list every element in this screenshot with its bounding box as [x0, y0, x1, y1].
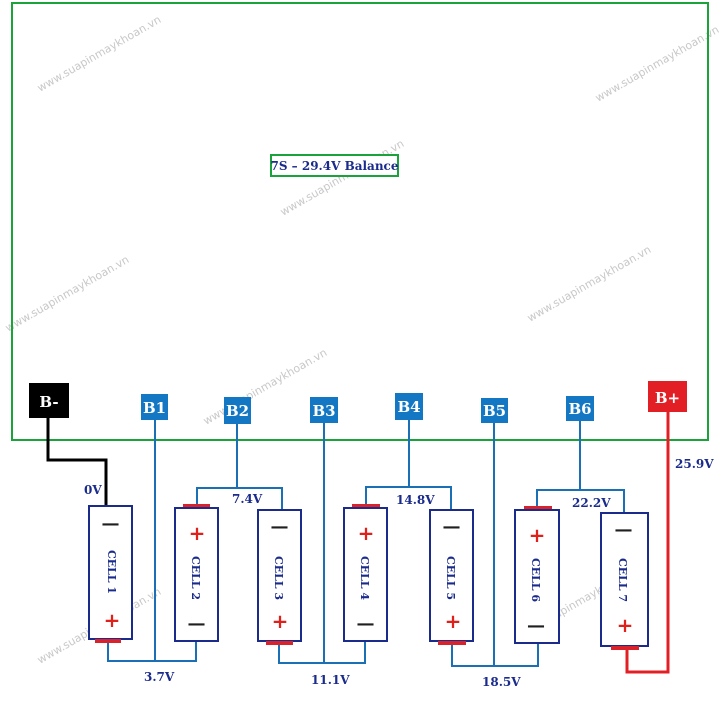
board-title: 7S – 29.4V Balance — [270, 159, 398, 173]
watermark: www.suapinmaykhoan.vn — [525, 243, 653, 325]
cell-4-body — [343, 507, 388, 642]
cell-4-top-sign: + — [358, 521, 375, 545]
watermark: www.suapinmaykhoan.vn — [278, 137, 406, 219]
cell-6-positive-cap — [524, 506, 552, 510]
cell-6-bottom-sign: — — [527, 615, 545, 636]
terminal-b2-pad — [224, 397, 251, 424]
terminals: B- B1 B2 B3 B4 B5 B6 B+ — [29, 381, 687, 424]
voltage-18-5v: 18.5V — [482, 675, 521, 689]
terminal-b4: B4 — [395, 393, 423, 420]
cell-5-label: CELL 5 — [444, 556, 457, 600]
cell-1-label: CELL 1 — [105, 550, 118, 594]
voltage-14-8v: 14.8V — [396, 493, 435, 507]
terminal-b5: B5 — [481, 398, 508, 423]
terminal-bminus: B- — [29, 383, 69, 418]
cell-3-positive-cap — [266, 641, 293, 645]
wire-b3 — [278, 641, 366, 664]
terminal-bplus-pad — [648, 381, 687, 412]
terminal-b2: B2 — [224, 397, 251, 424]
terminal-b4-pad — [395, 393, 423, 420]
voltage-22-2v: 22.2V — [572, 496, 611, 510]
terminal-b1: B1 — [141, 394, 168, 420]
cell-5: — + CELL 5 — [429, 509, 474, 645]
cell-5-top-sign: — — [443, 516, 461, 537]
cell-4-label: CELL 4 — [358, 556, 371, 600]
terminal-b1-pad — [141, 394, 168, 420]
cell-3-top-sign: — — [271, 516, 289, 537]
terminal-bplus-label: B+ — [655, 389, 680, 407]
cell-5-body — [429, 509, 474, 642]
cell-5-bottom-sign: + — [445, 609, 462, 633]
voltage-labels: 0V 3.7V 7.4V 11.1V 14.8V 18.5V 22.2V 25.… — [84, 457, 714, 689]
wires — [46, 411, 670, 674]
cell-7-label: CELL 7 — [616, 558, 629, 602]
wire-bplus — [625, 411, 670, 674]
cell-4-positive-cap — [352, 504, 380, 508]
voltage-7-4v: 7.4V — [232, 492, 263, 506]
cell-2-body — [174, 507, 219, 642]
watermark: www.suapinmaykhoan.vn — [35, 13, 163, 95]
watermark: www.suapinmaykhoan.vn — [3, 253, 131, 335]
terminal-b3-pad — [310, 397, 338, 423]
cell-1-bottom-sign: + — [104, 608, 121, 632]
voltage-3-7v: 3.7V — [144, 670, 175, 684]
cell-7-top-sign: — — [615, 519, 633, 540]
cell-1: — + CELL 1 — [88, 505, 133, 643]
cell-6-top-sign: + — [529, 523, 546, 547]
voltage-0v: 0V — [84, 483, 102, 497]
terminal-b6: B6 — [566, 396, 594, 421]
cell-1-positive-cap — [95, 639, 121, 643]
terminal-b6-label: B6 — [568, 400, 591, 418]
cell-3-body — [257, 509, 302, 642]
cell-3: — + CELL 3 — [257, 509, 302, 645]
cells: — + CELL 1 + — CELL 2 — + CELL 3 + — CEL… — [88, 504, 649, 650]
terminal-b1-label: B1 — [143, 399, 166, 417]
watermark: www.suapinmaykhoan.vn — [593, 23, 720, 105]
terminal-b6-pad — [566, 396, 594, 421]
cell-2: + — CELL 2 — [174, 504, 219, 642]
board-title-frame — [270, 154, 399, 177]
terminal-b5-label: B5 — [483, 402, 506, 420]
cell-7: — + CELL 7 — [600, 512, 649, 650]
terminal-b3-label: B3 — [312, 402, 335, 420]
terminal-bplus: B+ — [648, 381, 687, 412]
wire-b2 — [196, 487, 283, 510]
terminal-b4-label: B4 — [397, 398, 420, 416]
terminal-bminus-pad — [29, 383, 69, 418]
cell-1-top-sign: — — [102, 513, 120, 534]
cell-6-body — [514, 509, 560, 644]
voltage-11-1v: 11.1V — [311, 673, 350, 687]
terminal-b3: B3 — [310, 397, 338, 423]
terminal-b5-pad — [481, 398, 508, 423]
cell-2-label: CELL 2 — [189, 556, 202, 600]
cell-3-bottom-sign: + — [272, 609, 289, 633]
cell-2-top-sign: + — [189, 521, 206, 545]
board-title-box: 7S – 29.4V Balance — [270, 154, 399, 177]
cell-3-label: CELL 3 — [272, 556, 285, 600]
cell-5-positive-cap — [438, 641, 466, 645]
voltage-25-9v: 25.9V — [675, 457, 714, 471]
cell-6-label: CELL 6 — [529, 558, 542, 602]
cell-6: + — CELL 6 — [514, 506, 560, 644]
cell-4: + — CELL 4 — [343, 504, 388, 642]
terminal-bminus-label: B- — [39, 393, 58, 411]
cell-2-positive-cap — [183, 504, 210, 508]
wire-b1 — [107, 641, 197, 662]
cell-7-bottom-sign: + — [617, 613, 634, 637]
bms-board — [11, 2, 709, 441]
cell-7-positive-cap — [611, 646, 639, 650]
cell-4-bottom-sign: — — [357, 613, 375, 634]
cell-2-bottom-sign: — — [188, 613, 206, 634]
terminal-b2-label: B2 — [226, 402, 249, 420]
cell-1-body — [88, 505, 133, 640]
wire-bminus — [46, 417, 108, 506]
